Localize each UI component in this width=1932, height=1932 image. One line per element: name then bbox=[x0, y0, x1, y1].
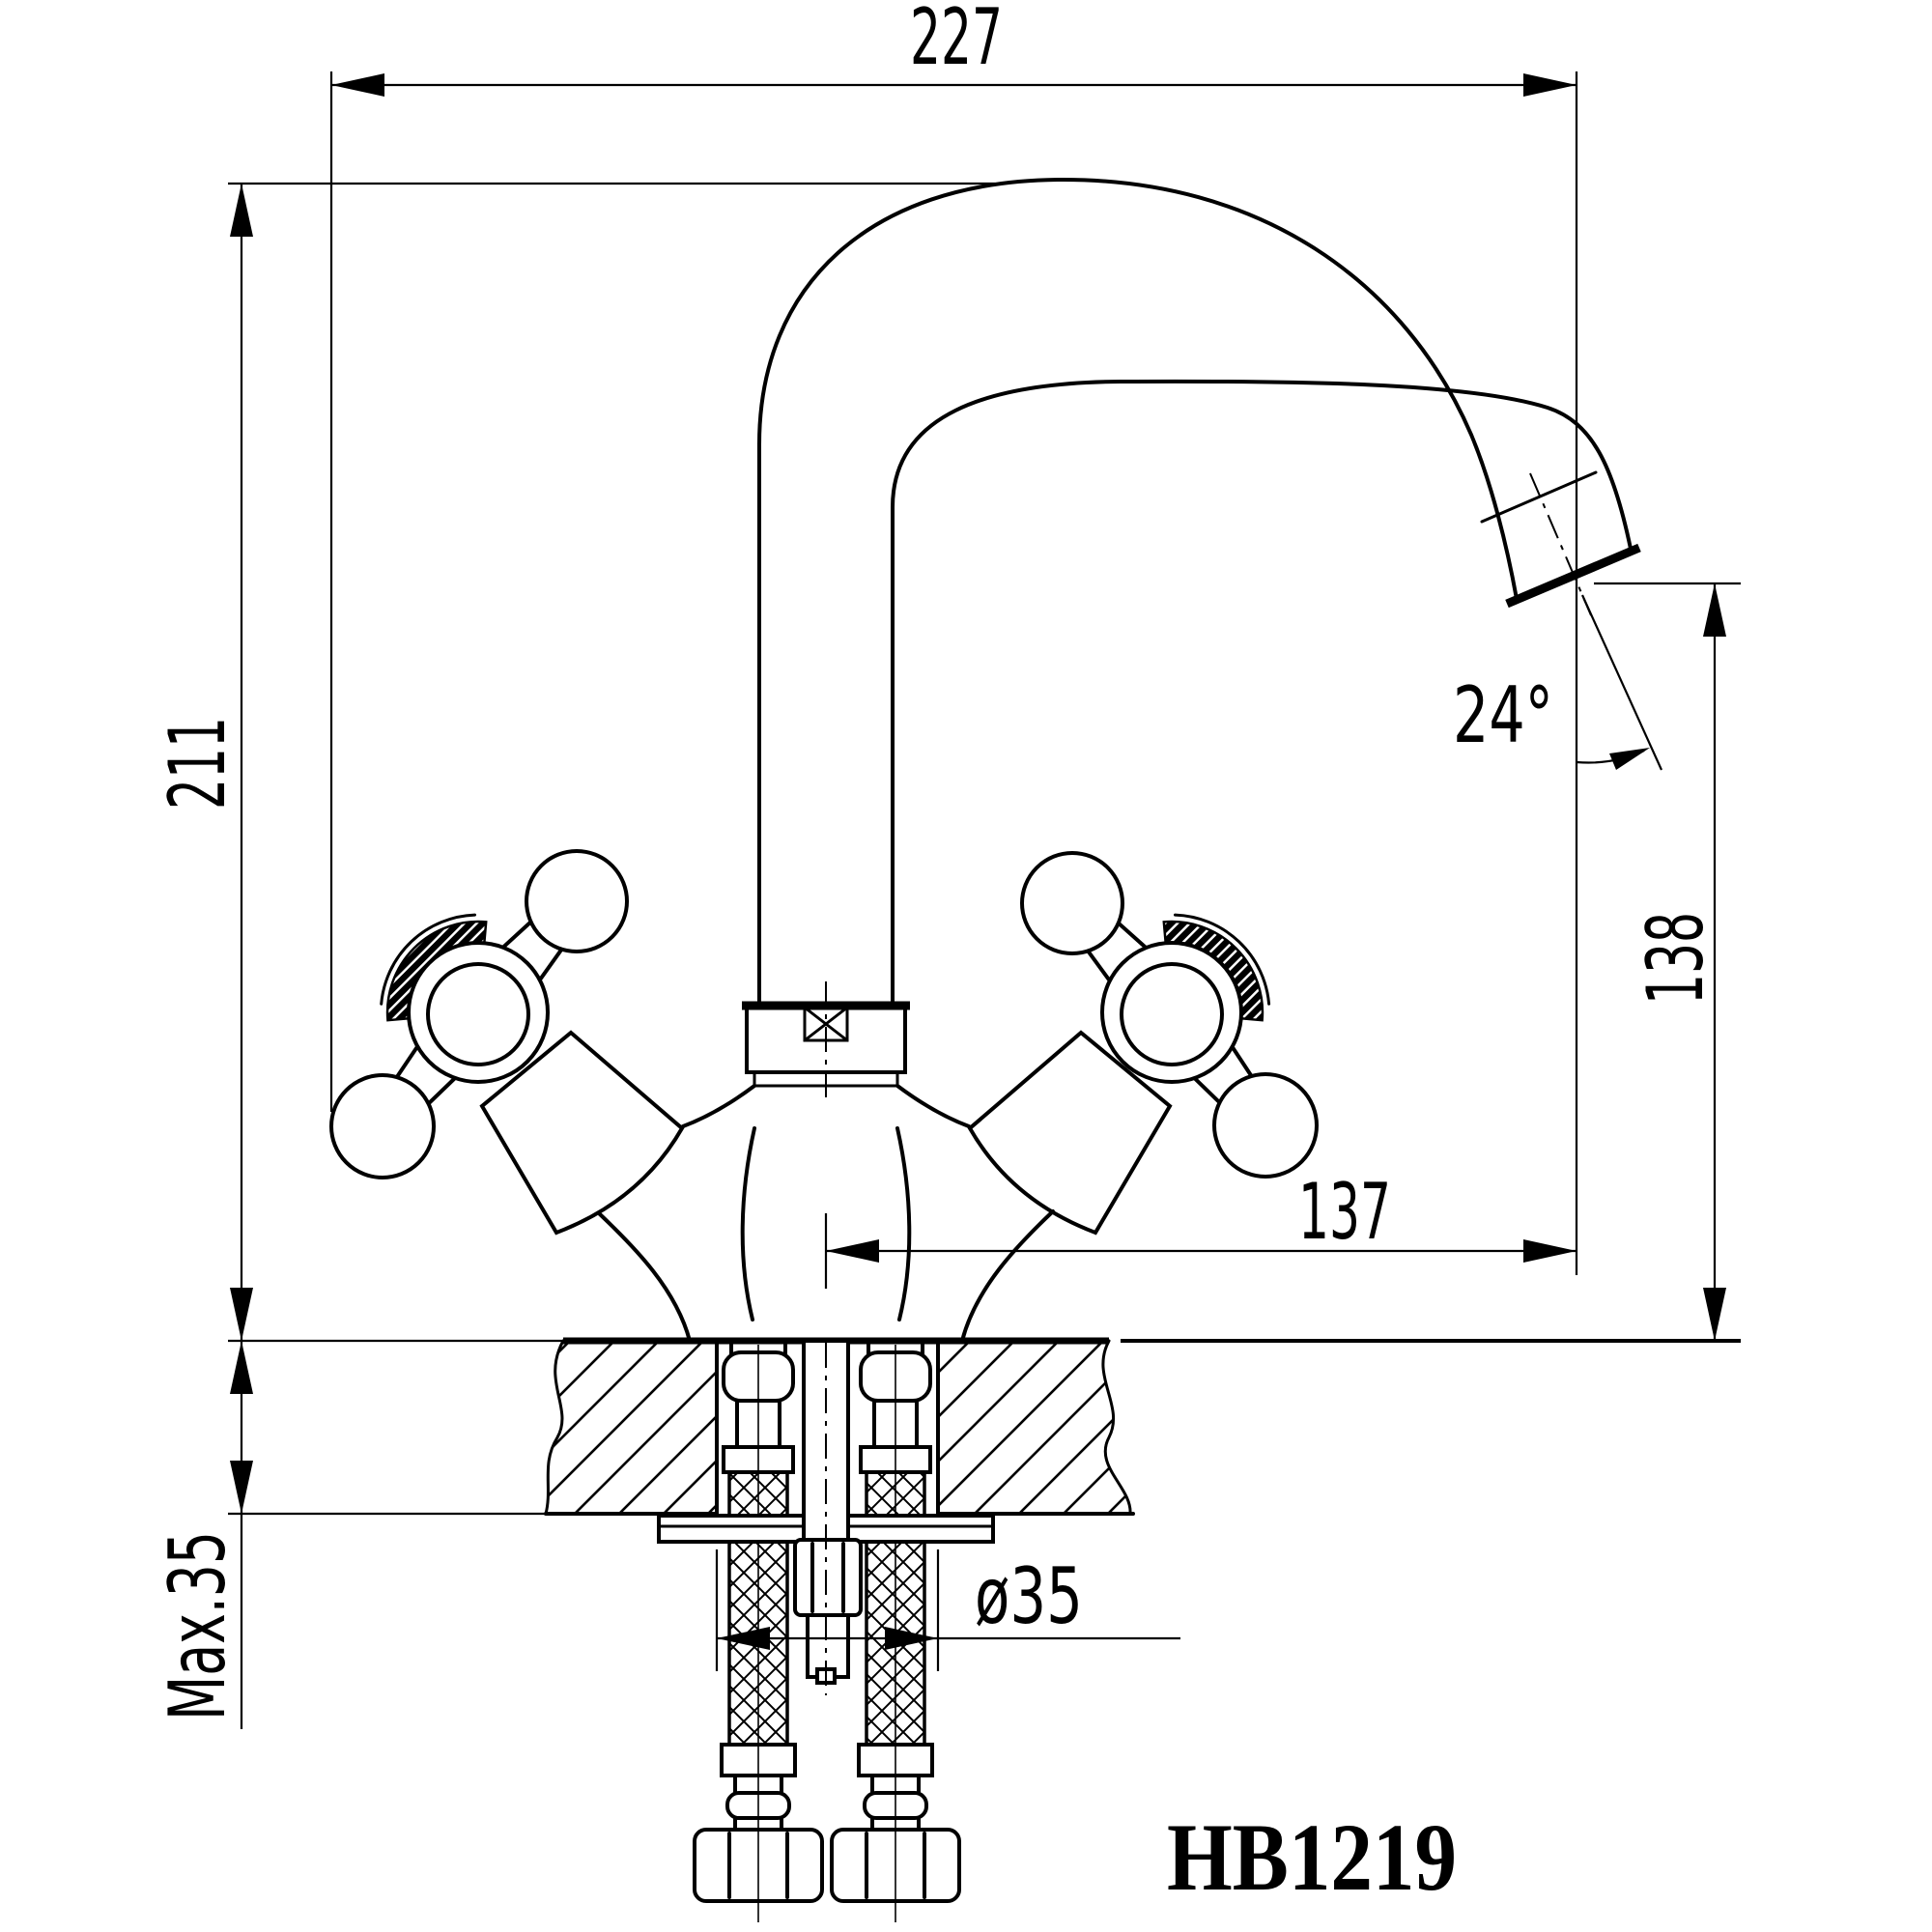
cross-handle-left bbox=[329, 849, 629, 1179]
dim-mounting-thickness-label: Max.35 bbox=[153, 1531, 242, 1720]
countertop-break-edge-right bbox=[1101, 1339, 1132, 1516]
bell-flank-right bbox=[895, 1126, 912, 1321]
cross-handle-right bbox=[1020, 851, 1319, 1179]
dim-outlet-angle-label: 24° bbox=[1453, 670, 1553, 760]
mounting-hardware bbox=[657, 1339, 995, 1695]
countertop-section bbox=[544, 1337, 1741, 1516]
dim-outlet-height-label: 138 bbox=[1631, 912, 1720, 1005]
dim-hole-diameter-label: ø35 bbox=[975, 1551, 1083, 1641]
dim-overall-height: 211 bbox=[153, 182, 995, 1343]
handle-hub-cap bbox=[1120, 962, 1224, 1066]
bell-shoulder-left bbox=[681, 1084, 756, 1128]
handle-ball bbox=[1020, 851, 1124, 955]
handle-hub-cap bbox=[426, 962, 530, 1066]
handle-ball bbox=[1212, 1072, 1319, 1179]
dim-outlet-angle: 24° bbox=[1453, 594, 1663, 771]
dim-top-width-label: 227 bbox=[910, 0, 1003, 82]
valve-symbol-cross bbox=[803, 1006, 849, 1042]
dim-mounting-thickness: Max.35 bbox=[153, 1341, 546, 1729]
dim-outlet-reach-label: 137 bbox=[1298, 1167, 1391, 1257]
spout-outer-curve bbox=[757, 177, 1519, 601]
knurled-ring-rim-right bbox=[1174, 913, 1271, 1006]
spout-inner-curve bbox=[891, 379, 1633, 551]
knurled-ring-rim-left bbox=[380, 913, 476, 1006]
bell-shoulder-right bbox=[895, 1084, 971, 1128]
escutcheon-right bbox=[967, 1030, 1173, 1236]
leader-arrowhead bbox=[885, 1627, 938, 1650]
product-code: HB1219 bbox=[1167, 1804, 1457, 1911]
dim-outlet-height: 138 bbox=[1594, 582, 1741, 1341]
stud-lock-nut bbox=[793, 1538, 863, 1617]
countertop-hatch-left bbox=[546, 1341, 717, 1514]
countertop-hatch-right bbox=[938, 1341, 1131, 1514]
faucet-body bbox=[329, 177, 1641, 1343]
spout-aerator-joint bbox=[1480, 470, 1598, 524]
escutcheon-left bbox=[479, 1030, 685, 1236]
angle-leg-line bbox=[1580, 594, 1663, 771]
bell-outer-right bbox=[960, 1209, 1055, 1343]
bell-outer-left bbox=[597, 1211, 692, 1343]
angle-arrowhead bbox=[1609, 748, 1650, 770]
dim-hole-diameter: ø35 bbox=[715, 1549, 1180, 1671]
supply-hose-right bbox=[830, 1340, 961, 1922]
handle-ball bbox=[329, 1073, 436, 1179]
countertop-break-edge-left bbox=[544, 1339, 565, 1516]
handle-ball bbox=[525, 849, 629, 953]
dim-overall-height-label: 211 bbox=[153, 717, 242, 810]
dim-top-width: 227 bbox=[329, 0, 1578, 1275]
dim-outlet-reach: 137 bbox=[824, 1167, 1577, 1289]
bell-flank-left bbox=[740, 1126, 756, 1321]
